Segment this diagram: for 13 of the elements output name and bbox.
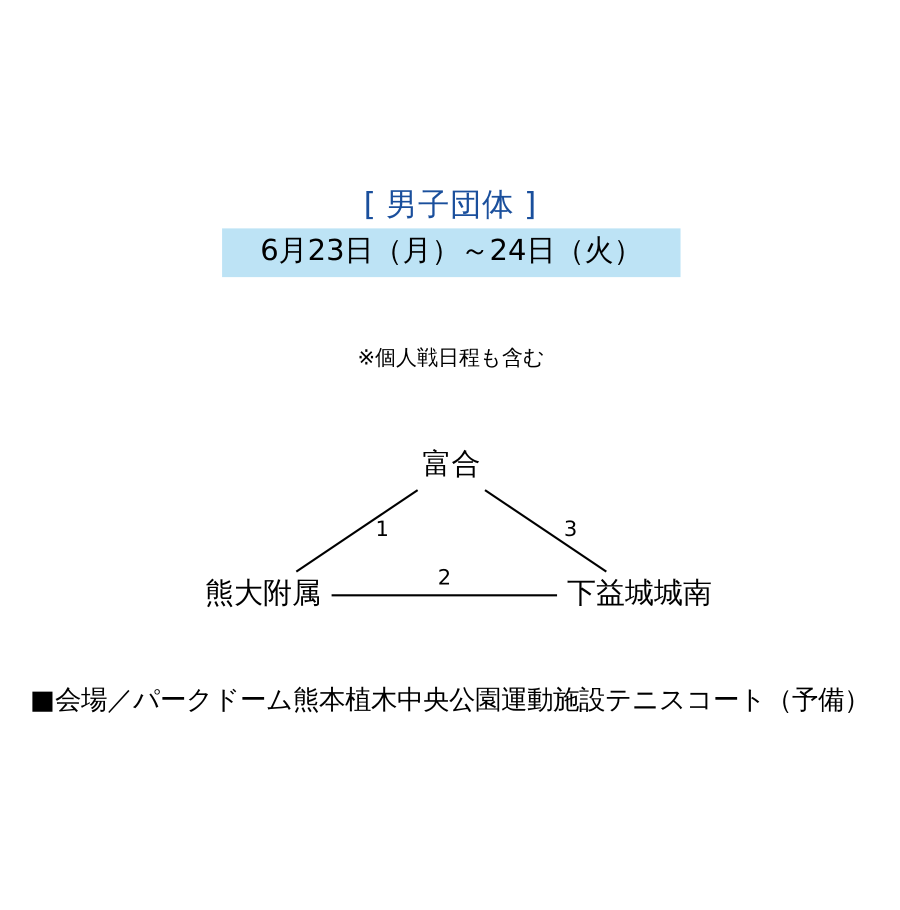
connector <box>484 489 607 572</box>
connector <box>332 594 558 596</box>
connector <box>296 489 418 572</box>
edge-label: 2 <box>438 564 452 590</box>
node-text: 下益城城南 <box>567 576 712 610</box>
diagram-title: [ 男子団体 ] <box>364 186 536 223</box>
node-text: 富合 <box>422 446 480 481</box>
node-box: 6月23日（月）～24日（火） <box>222 228 681 278</box>
label: ■会場／パークドーム熊本植木中央公園運動施設テニスコート（予備） <box>30 686 870 716</box>
label: ※個人戦日程も含む <box>357 344 546 370</box>
edge-label: 3 <box>564 516 578 541</box>
edge-label: 1 <box>375 516 389 541</box>
node-text: 熊大附属 <box>204 576 321 610</box>
